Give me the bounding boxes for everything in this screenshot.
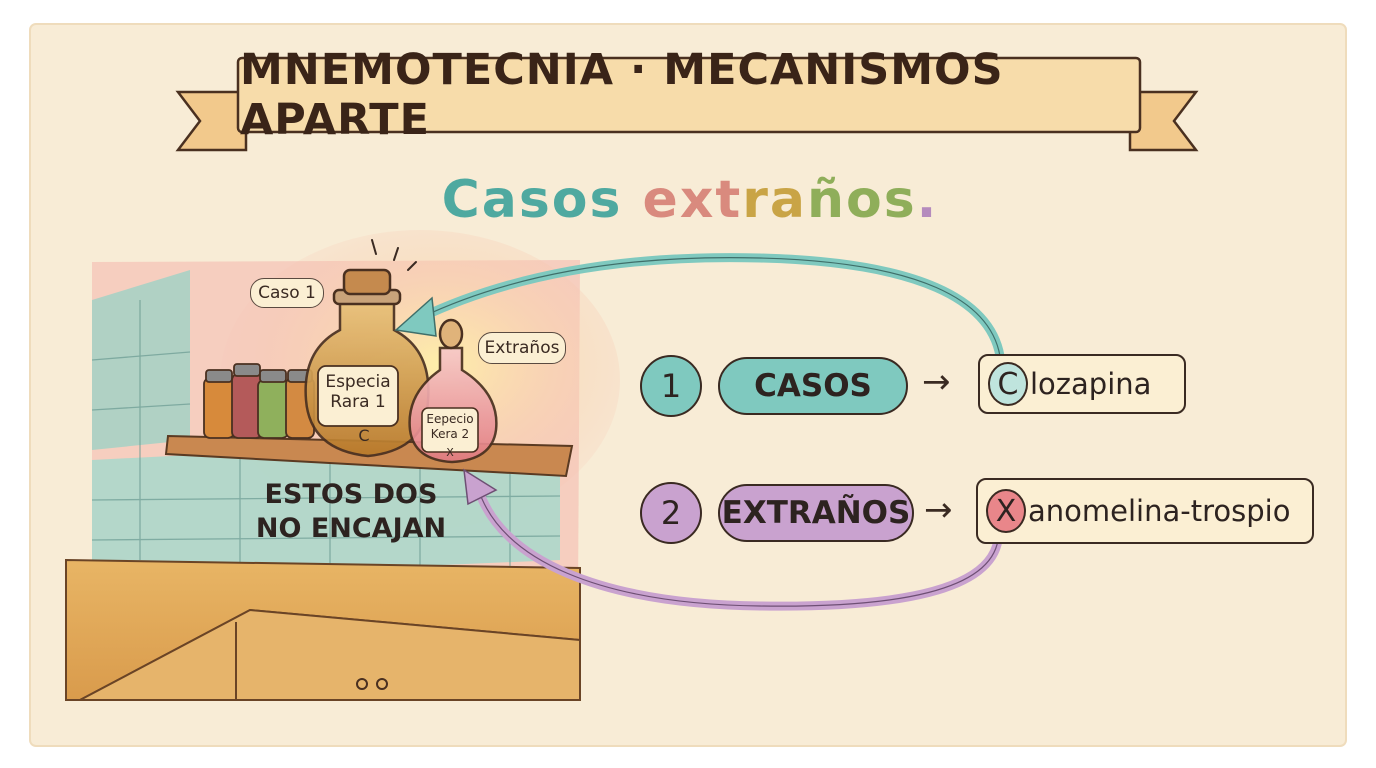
title-ribbon [175,56,1199,152]
jar2-label: Eepecio Kera 2 [422,412,478,442]
tag-extranos: Extraños [478,332,566,364]
jar2-label-line-2: Kera 2 [430,427,470,441]
jar2-letter: X [446,446,454,459]
caption-line-2: NO ENCAJAN [255,513,447,544]
jar1-label-line-2: Rara 1 [330,392,386,412]
row-2-arrow: → [924,490,953,530]
row-2-number: 2 [640,482,702,544]
subtitle-part-4: ños [806,170,917,230]
scene-caption: ESTOS DOS NO ENCAJAN [236,478,466,546]
tag-caso-1: Caso 1 [250,278,324,308]
jar2-label-line-1: Eepecio [426,412,474,426]
row-1-drug-rest: lozapina [1030,367,1152,401]
jar1-letter: C [358,426,370,445]
caption-line-1: ESTOS DOS [264,479,438,510]
row-1-word-pill: CASOS [718,357,908,415]
subtitle-part-2: ext [642,170,743,230]
subtitle-part-5: . [916,170,939,230]
jar1-label: Especia Rara 1 [318,372,398,412]
jar1-label-line-1: Especia [325,372,391,392]
subtitle: Casos extraños. [420,170,960,240]
row-1-number: 1 [640,355,702,417]
row-2-drug-initial: X [986,489,1026,533]
row-1-drug-initial: C [988,362,1028,406]
row-2-word-pill: EXTRAÑOS [718,484,914,542]
kitchen-scene [65,230,620,701]
subtitle-part-1: Casos [441,170,643,230]
page-title: MNEMOTECNIA · MECANISMOS APARTE [240,45,1004,145]
subtitle-part-3: ra [742,170,807,230]
row-2-drug-rest: anomelina-trospio [1028,494,1291,528]
purple-connector-arrow [463,468,1003,611]
teal-connector-arrow [394,253,1005,361]
row-1-arrow: → [922,362,951,402]
